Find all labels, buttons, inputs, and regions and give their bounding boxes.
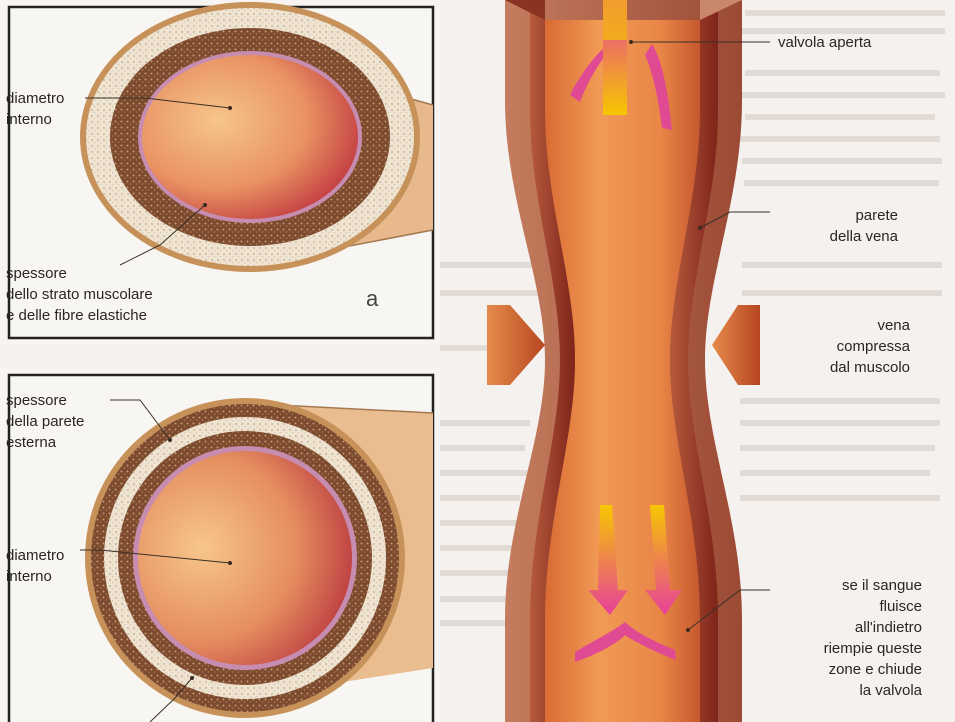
label-line: interno (6, 566, 64, 587)
label-line: se il sangue (790, 575, 922, 596)
label-line: diametro (6, 545, 64, 566)
label-line: parete (788, 205, 898, 226)
label-line: diametro (6, 88, 64, 109)
top-inner-diameter-label: diametro interno (6, 88, 64, 130)
label-line: la valvola (790, 680, 922, 701)
label-line: dello strato muscolare (6, 284, 153, 305)
label-line: fluisce (790, 596, 922, 617)
bottom-inner-diameter-label: diametro interno (6, 545, 64, 587)
label-line: riempie queste (790, 638, 922, 659)
label-line: della vena (788, 226, 898, 247)
label-line: all'indietro (790, 617, 922, 638)
label-line: spessore (6, 263, 153, 284)
label-line: della parete (6, 411, 84, 432)
label-line: spessore (6, 390, 84, 411)
label-line: esterna (6, 432, 84, 453)
label-line: zone e chiude (790, 659, 922, 680)
label-line: dal muscolo (800, 357, 910, 378)
valve-open-label: valvola aperta (778, 32, 871, 53)
vein-longitudinal-diagram (470, 0, 770, 722)
vein-wall-label: parete della vena (788, 205, 898, 247)
backflow-label: se il sangue fluisce all'indietro riempi… (790, 575, 922, 701)
bottom-outer-thickness-label: spessore della parete esterna (6, 390, 84, 453)
top-muscle-thickness-label: spessore dello strato muscolare e delle … (6, 263, 153, 326)
label-line: compressa (800, 336, 910, 357)
label-line: interno (6, 109, 64, 130)
label-line: e delle fibre elastiche (6, 305, 153, 326)
vein-compressed-label: vena compressa dal muscolo (800, 315, 910, 378)
panel-letter-a: a (366, 286, 378, 312)
label-line: vena (800, 315, 910, 336)
